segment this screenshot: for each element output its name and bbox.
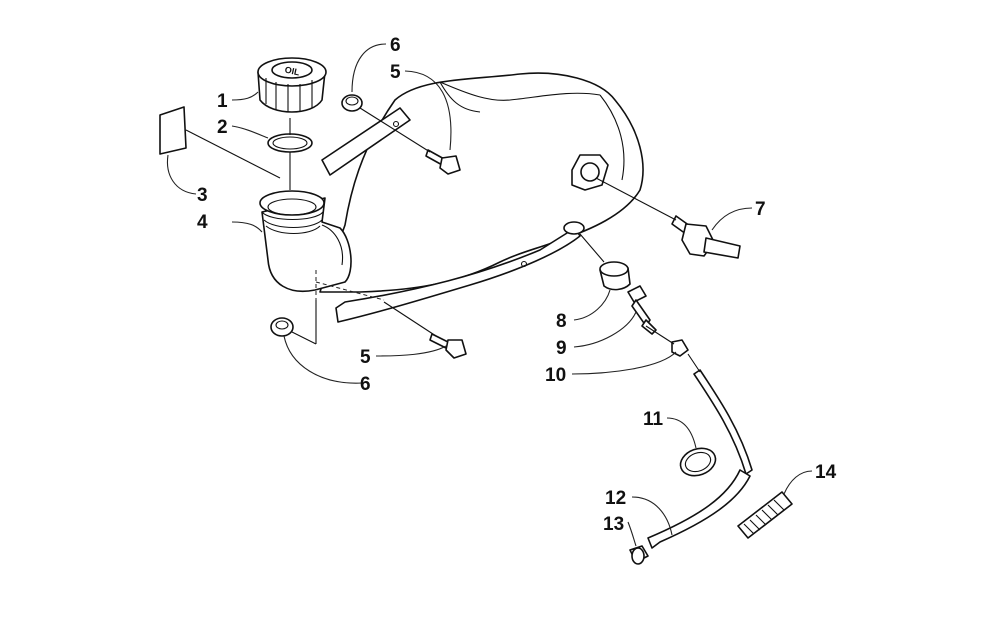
callout-13: 13	[603, 514, 624, 535]
callout-10: 10	[545, 365, 566, 386]
callout-12: 12	[605, 488, 626, 509]
callout-11: 11	[643, 409, 664, 430]
callout-4: 4	[197, 212, 208, 233]
callouts: 1 2 3 4 6 5 5 6 7 8 9 10 11 12 13 14	[197, 35, 837, 535]
grommet-bushing	[599, 261, 631, 291]
oil-tank	[319, 72, 644, 323]
cap-oil-text: OIL	[284, 65, 301, 78]
grommet-upper	[341, 94, 363, 112]
callout-14: 14	[815, 462, 837, 483]
assembly-lines	[185, 107, 701, 373]
spring-sleeve	[737, 491, 793, 539]
filler-neck	[259, 190, 352, 292]
gasket-ring	[267, 133, 313, 153]
callout-7: 7	[755, 199, 766, 220]
callout-3: 3	[197, 185, 208, 206]
callout-8: 8	[556, 311, 567, 332]
callout-6-lower: 6	[360, 374, 371, 395]
callout-9: 9	[556, 338, 567, 359]
grommet-lower	[270, 317, 294, 337]
filler-cap: OIL	[257, 57, 327, 113]
end-fitting	[629, 545, 649, 565]
leader-lines	[166, 43, 813, 547]
decal-label	[159, 106, 187, 155]
hose-clamp-spring	[679, 447, 717, 477]
callout-6-upper: 6	[390, 35, 401, 56]
callout-5-lower: 5	[360, 347, 371, 368]
callout-1: 1	[217, 91, 228, 112]
bolt-lower	[429, 333, 467, 359]
callout-5-upper: 5	[390, 62, 401, 83]
drain-fitting	[671, 215, 741, 259]
hose-fitting	[627, 285, 657, 335]
bolt-upper	[425, 149, 461, 175]
oil-hose	[647, 369, 753, 549]
callout-2: 2	[217, 117, 228, 138]
